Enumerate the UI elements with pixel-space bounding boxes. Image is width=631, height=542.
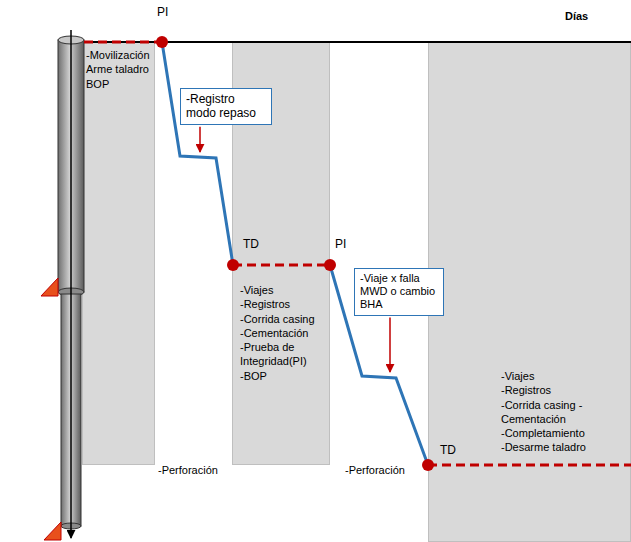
phase-band: -Viajes-Registros-Corrida casing - Cemen… — [428, 42, 631, 542]
activity-item: -Corrida casing — [240, 312, 328, 326]
casing-shoe — [44, 522, 61, 540]
activity-item: -Corrida casing - Cementación — [501, 398, 601, 427]
band-text-block: -Viajes-Registros-Corrida casing - Cemen… — [501, 369, 601, 455]
drilling-curve — [330, 265, 428, 465]
activity-item: -Viajes — [240, 283, 328, 297]
event-dot — [156, 36, 168, 48]
activity-item: -Completamiento — [501, 426, 601, 440]
event-dot — [227, 259, 239, 271]
event-label: PI — [335, 238, 346, 252]
flat-time-line — [84, 41, 160, 44]
phase-band: -MovilizaciónArme taladroBOP — [82, 42, 155, 465]
callout-pointer — [389, 318, 391, 372]
event-dot — [422, 459, 434, 471]
flat-time-line — [428, 464, 631, 467]
callout-text: -Viaje x falla MWD o cambio BHA — [360, 272, 438, 312]
band-text-block: -Viajes-Registros-Corrida casing-Cementa… — [240, 283, 328, 383]
flat-time-line — [233, 264, 330, 267]
event-label: PI — [157, 6, 168, 20]
activity-item: Arme taladro — [86, 62, 153, 76]
phase-label: -Perforación — [345, 464, 405, 477]
callout-text: -Registro modo repaso — [186, 92, 266, 121]
activity-item: BOP — [86, 77, 153, 91]
activity-item: -BOP — [240, 369, 328, 383]
callout-box: -Viaje x falla MWD o cambio BHA — [354, 268, 444, 316]
drilling-curve — [162, 42, 233, 265]
band-text-block: -MovilizaciónArme taladroBOP — [86, 48, 153, 91]
casing-shoe — [41, 278, 58, 296]
event-label: TD — [243, 238, 259, 252]
activity-item: -Movilización — [86, 48, 153, 62]
axis-label: Días — [565, 10, 588, 23]
callout-pointer — [199, 127, 201, 152]
activity-item: -Registros — [240, 297, 328, 311]
event-label: TD — [440, 444, 456, 458]
event-dot — [324, 259, 336, 271]
phase-band: -Viajes-Registros-Corrida casing-Cementa… — [232, 42, 330, 465]
callout-box: -Registro modo repaso — [180, 88, 272, 125]
depth-axis — [70, 30, 72, 538]
activity-item: -Registros — [501, 383, 601, 397]
activity-item: -Desarme taladro — [501, 440, 601, 454]
activity-item: -Cementación — [240, 326, 328, 340]
activity-item: -Prueba de Integridad(PI) — [240, 340, 328, 369]
activity-item: -Viajes — [501, 369, 601, 383]
phase-label: -Perforación — [158, 464, 218, 477]
